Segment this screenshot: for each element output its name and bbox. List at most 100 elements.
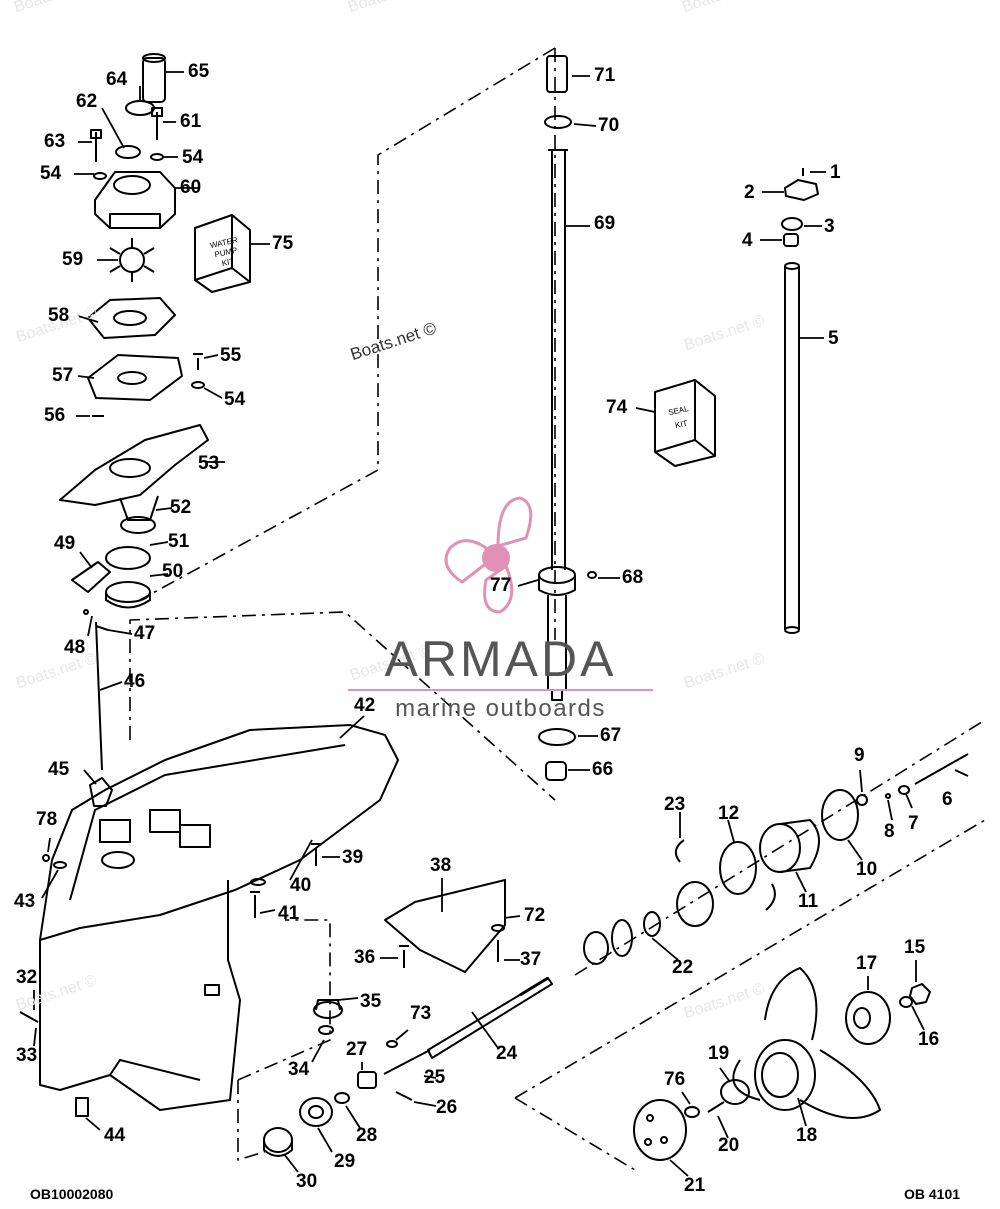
part-label: 1 — [830, 162, 841, 183]
part-2-retainer — [784, 179, 819, 201]
part-label: 78 — [36, 809, 58, 830]
part-label: 23 — [664, 794, 686, 815]
part-label: 73 — [410, 1003, 432, 1024]
part-label: 3 — [824, 216, 835, 237]
part-label: 35 — [360, 991, 382, 1012]
part-49-insert — [71, 561, 111, 593]
part-32-screw — [19, 1011, 39, 1023]
part-label: 52 — [170, 497, 192, 518]
part-71-bushing — [546, 55, 568, 93]
part-40-washer — [250, 878, 266, 886]
part-label: 30 — [296, 1171, 318, 1192]
part-6-screw — [914, 753, 969, 785]
part-8-pin — [885, 793, 891, 799]
part-label: 54 — [40, 163, 62, 184]
part-50-liner-wall — [105, 592, 151, 609]
part-label: 32 — [16, 967, 38, 988]
part-69-driveshaft — [547, 149, 568, 701]
part-61-bolt — [151, 107, 163, 140]
part-51-o-ring — [105, 546, 151, 570]
part-65-tube — [142, 53, 166, 103]
part-label: 29 — [334, 1151, 356, 1172]
part-label: 34 — [288, 1059, 310, 1080]
part-label: 46 — [124, 671, 146, 692]
part-label: 70 — [598, 115, 620, 136]
part-label: 10 — [856, 859, 878, 880]
part-10-o-ring — [821, 789, 859, 841]
part-57-plate — [87, 354, 183, 401]
part-label: 74 — [606, 397, 628, 418]
part-34-nut — [318, 1025, 334, 1035]
part-label: 50 — [162, 561, 184, 582]
part-75-water-pump-kit — [194, 214, 251, 293]
part-41-screw — [250, 891, 260, 918]
brand-logo: ARMADA — [348, 632, 653, 686]
part-label: 66 — [592, 759, 614, 780]
part-label: 33 — [16, 1045, 38, 1066]
part-38-trim-tab — [384, 879, 506, 973]
part-27-clutch-dog — [357, 1071, 377, 1089]
brand-subtitle-wrap: marine outboards — [348, 696, 653, 722]
part-label: 28 — [356, 1125, 378, 1146]
part-7-washer — [898, 785, 910, 795]
part-label: 24 — [496, 1043, 518, 1064]
part-label: 20 — [718, 1135, 740, 1156]
part-label: 49 — [54, 533, 76, 554]
part-label: 21 — [684, 1175, 706, 1196]
part-72-washer — [491, 924, 505, 932]
part-label: 68 — [622, 567, 644, 588]
part-label: 55 — [220, 345, 242, 366]
part-label: 58 — [48, 305, 70, 326]
armada-logo-icon — [444, 496, 533, 614]
part-label: 26 — [436, 1097, 458, 1118]
part-62-seal — [115, 145, 141, 159]
part-label: 54 — [182, 147, 204, 168]
part-48-pin — [83, 609, 89, 615]
part-26-pin — [395, 1091, 413, 1101]
part-47-clip — [95, 625, 109, 631]
part-28-washer — [334, 1092, 350, 1104]
part-24-propeller-shaft — [427, 977, 553, 1059]
part-16-washer — [899, 996, 913, 1008]
part-74-seal-kit — [654, 379, 716, 467]
part-18-propeller — [732, 967, 881, 1119]
part-77-bearing — [538, 566, 576, 596]
part-label: 41 — [278, 903, 300, 924]
part-label: 5 — [828, 328, 839, 349]
part-54-washer — [93, 172, 107, 180]
part-label: 63 — [44, 131, 66, 152]
part-label: 54 — [224, 389, 246, 410]
part-43-washer — [53, 861, 67, 869]
part-21-thrust-washer — [633, 1099, 687, 1161]
part-70-seal — [544, 115, 572, 129]
part-label: 56 — [44, 405, 66, 426]
part-23-retaining-ring — [674, 839, 685, 863]
part-5-shift-rod — [784, 262, 800, 634]
part-label: 64 — [106, 69, 128, 90]
part-76-washer — [684, 1106, 700, 1118]
part-label: 9 — [854, 745, 865, 766]
part-label: 7 — [908, 813, 919, 834]
drawing-code-right: OB 4101 — [904, 1186, 961, 1202]
part-label: 43 — [14, 891, 36, 912]
part-78-plug — [42, 854, 50, 862]
part-label: 75 — [272, 233, 294, 254]
part-label: 15 — [904, 937, 926, 958]
part-42-gearcase — [39, 724, 399, 1111]
part-label: 77 — [490, 575, 512, 596]
part-label: 62 — [76, 91, 98, 112]
part-25-shift-rod — [383, 1049, 431, 1075]
part-label: 51 — [168, 531, 190, 552]
part-50-liner — [105, 581, 151, 603]
part-label: 36 — [354, 947, 376, 968]
part-29-forward-gear — [299, 1097, 333, 1127]
part-label: 19 — [708, 1043, 730, 1064]
part-23-retaining-ring-lower — [765, 883, 776, 911]
part-54-washer — [191, 381, 205, 389]
part-4-seal — [783, 233, 799, 247]
part-label: 76 — [664, 1069, 686, 1090]
part-label: 60 — [180, 177, 202, 198]
part-24-spline — [519, 976, 549, 997]
brand-divider — [348, 689, 653, 691]
